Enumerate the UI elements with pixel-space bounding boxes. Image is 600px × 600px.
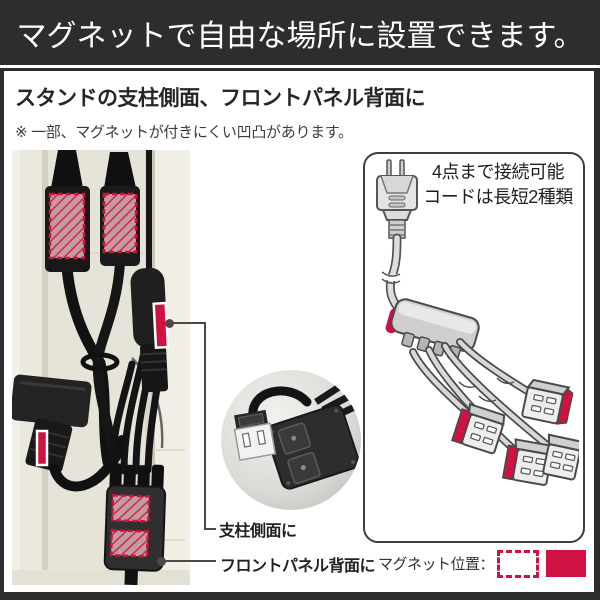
splitter-illustration [376, 159, 579, 486]
cables [61, 150, 167, 475]
splitter-body [385, 298, 480, 361]
right-plug-connector [100, 152, 140, 266]
cable-clip [80, 352, 120, 372]
label-pillar-side: 支柱側面に [219, 523, 297, 540]
pillar-photo [12, 150, 190, 585]
magnet-solid-marker [35, 429, 49, 467]
top-banner: マグネットで自由な場所に設置できます。 [0, 0, 600, 65]
bottom-box [103, 463, 167, 585]
branch-cords [409, 338, 557, 460]
magnet-hatch-marker [110, 493, 151, 523]
inline-adapter [130, 267, 170, 393]
magnet-cube [233, 409, 277, 461]
left-plug-connector [45, 150, 90, 272]
legend-dashed-swatch [497, 550, 539, 578]
magnet-hatch-marker [102, 192, 138, 254]
magnet-hatch-marker [109, 528, 150, 558]
section-note: ※ 一部、マグネットが付きにくい凹凸があります。 [15, 124, 353, 141]
leader-line [161, 560, 216, 562]
side-adapter [12, 374, 127, 492]
magnet-closeup-inset [221, 370, 361, 510]
adapter-body [265, 404, 360, 490]
legend-label: マグネット位置： [378, 556, 495, 573]
power-plug-icon [376, 159, 418, 239]
socket-connector [521, 378, 574, 425]
banner-title: マグネットで自由な場所に設置できます。 [16, 19, 584, 53]
callout-line2: コードは長短2種類 [423, 187, 573, 208]
socket-connector [450, 402, 506, 455]
socket-connector [542, 433, 579, 481]
callout-line1: 4点まで接続可能 [431, 162, 565, 182]
magnet-hatch-marker [48, 192, 86, 260]
diagram-callout: 4点まで接続可能 コードは長短2種類 [415, 160, 581, 210]
section-heading: スタンドの支柱側面、フロントパネル背面に [15, 87, 426, 110]
leader-line [204, 322, 206, 530]
leader-line [169, 322, 206, 324]
legend-solid-swatch [546, 550, 586, 577]
leader-line [204, 528, 216, 530]
label-front-panel-back: フロントパネル背面に [220, 558, 376, 575]
